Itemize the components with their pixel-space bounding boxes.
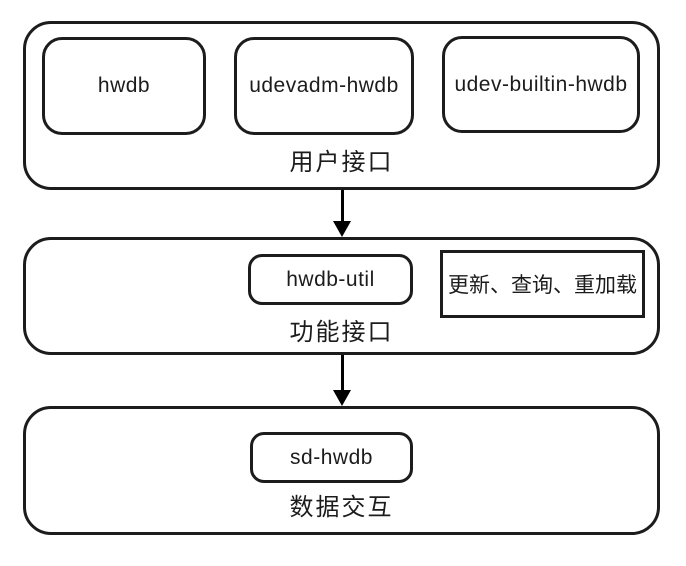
arrow-down-icon [333,190,351,237]
note-operations-label: 更新、查询、重加载 [448,274,637,297]
node-hwdb-util-label: hwdb-util [286,267,375,291]
layer-data-interaction: sd-hwdb 数据交互 [23,406,660,535]
node-udev-builtin-hwdb-label: udev-builtin-hwdb [454,72,628,96]
node-hwdb-util: hwdb-util [248,254,413,305]
node-hwdb: hwdb [42,37,206,135]
layer-function-interface: hwdb-util 更新、查询、重加载 功能接口 [23,237,660,355]
arrow-down-icon [333,355,351,406]
note-operations-rect: 更新、查询、重加载 [440,250,645,318]
node-udevadm-hwdb-label: udevadm-hwdb [249,74,399,97]
layer-user-interface: hwdb udevadm-hwdb udev-builtin-hwdb 用户接口 [23,21,660,190]
node-hwdb-label: hwdb [97,74,151,97]
layer-user-interface-label: 用户接口 [289,149,394,176]
layer-function-interface-label: 功能接口 [289,319,394,346]
layer-data-interaction-label: 数据交互 [289,494,394,521]
node-udevadm-hwdb: udevadm-hwdb [234,37,414,135]
node-sd-hwdb-label: sd-hwdb [290,445,373,469]
node-udev-builtin-hwdb: udev-builtin-hwdb [442,36,640,133]
node-sd-hwdb: sd-hwdb [250,432,413,483]
